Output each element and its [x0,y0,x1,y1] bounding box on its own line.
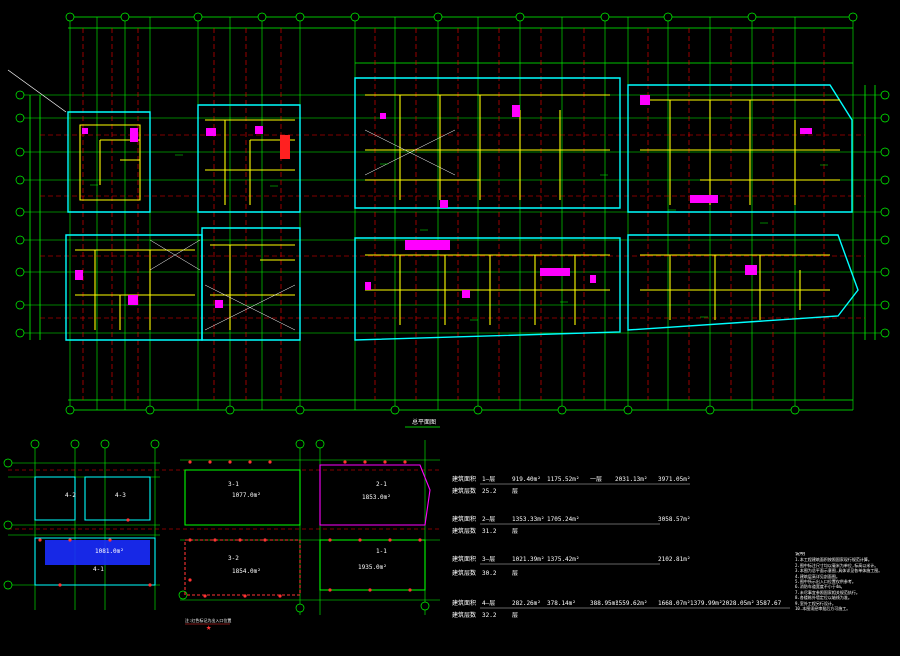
summary-cell: 建筑层数 [452,569,476,577]
note-line: 4.建筑层高详见剖面图。 [795,573,840,579]
summary-cell: 1353.33m² [512,516,545,523]
block-label: 2-1 [376,481,387,488]
summary-cell: 3—层 [482,556,495,563]
block-areas: 1077.0m² 1853.0m² 1081.0m² 1854.0m² 1935.0m² [95,492,391,575]
summary-cell: 层 [512,612,518,619]
summary-cell: 4—层 [482,600,495,607]
building-walls [65,77,859,341]
summary-cell: 层 [512,488,518,495]
note-line: 10.本图须经审批后方可施工。 [795,606,851,612]
summary-cell: 3587.67 [756,600,782,607]
block-area: 1081.0m² [95,548,124,555]
block-area: 1854.0m² [232,568,261,575]
note-line: 1.本工程建筑面积按照国家现行规范计算。 [795,557,872,563]
summary-cell: 层 [512,528,518,535]
note-line: 5.图中所示出入口位置仅供参考。 [795,579,856,585]
block-labels: 4-2 4-3 4-1 3-1 2-1 3-2 1-1 [65,481,387,573]
summary-cell: 建筑面积 [452,515,476,523]
summary-cell: 32.2 [482,612,497,619]
note-line: 2.图中标注尺寸均以毫米为单位,标高以米计。 [795,562,879,568]
legend-note: 注:红色标记为出入口位置 [185,617,231,623]
summary-cell: 一层 [590,476,602,483]
summary-cell: 层 [512,570,518,577]
summary-cell: 378.14m² [547,600,576,607]
block-label: 4-1 [93,566,104,573]
corridor-hatch [149,129,456,331]
summary-cell: 1375.42m² [547,556,580,563]
interior-walls [75,94,840,330]
axis-lines [40,28,865,400]
keyplan-bubbles [3,439,430,613]
area-summary: 建筑面积 1—层 919.40m² 1175.52m² 一层 2031.13m² 3971.… [452,475,782,619]
summary-cell: 建筑层数 [452,611,476,619]
summary-cell: 1559.62m² [615,600,648,607]
summary-cell: 25.2 [482,488,497,495]
note-line: 7.未尽事宜参照国家相关规范执行。 [795,589,860,595]
detail-ticks [90,154,828,321]
summary-cell: 1668.07m² [658,600,691,607]
summary-underlines [480,483,790,609]
leader-line [7,69,67,113]
note-line: 9.室外工程另行设计。 [795,600,836,606]
summary-cell: 3058.57m² [658,516,691,523]
legend-star-icon: ★ [206,623,212,633]
summary-cell: 1—层 [482,476,495,483]
summary-cell: 1705.24m² [547,516,580,523]
note-line: 8.各楼栋外墙定位以轴线为准。 [795,595,852,601]
block-label: 4-3 [115,492,126,499]
summary-cell: 2031.13m² [615,476,648,483]
summary-cell: 2028.05m² [722,600,755,607]
furniture-fixtures [75,95,812,308]
summary-cell: 1379.99m² [690,600,723,607]
block-label: 4-2 [65,492,76,499]
summary-cell: 2—层 [482,516,495,523]
keyplan-grid [8,440,440,615]
drawing-title: 总平面图 [412,418,436,426]
block-area: 1853.0m² [362,494,391,501]
block-label: 3-2 [228,555,239,562]
general-notes: 说明 1.本工程建筑面积按照国家现行规范计算。 2.图中标注尺寸均以毫米为单位,… [795,552,895,611]
summary-cell: 2102.81m² [658,556,691,563]
summary-cell: 建筑层数 [452,487,476,495]
summary-cell: 31.2 [482,528,497,535]
summary-cell: 建筑面积 [452,555,476,563]
summary-cell: 1175.52m² [547,476,580,483]
block-area: 1077.0m² [232,492,261,499]
note-line: 3.本图为总平面示意图,具体详见各单体施工图。 [795,568,883,574]
block-area: 1935.0m² [358,564,387,571]
notes-title: 说明 [795,552,806,557]
entrance-markers [38,460,422,598]
summary-cell: 388.95m² [590,600,619,607]
note-line: 6.消防车道宽度不小于4m。 [795,584,845,590]
summary-cell: 1021.39m² [512,556,545,563]
summary-cell: 建筑面积 [452,599,476,607]
grid-vertical [69,17,854,410]
summary-cell: 919.40m² [512,476,541,483]
summary-cell: 30.2 [482,570,497,577]
grid-bubbles [15,12,890,415]
summary-cell: 建筑层数 [452,527,476,535]
block-label: 1-1 [376,548,387,555]
keyplan-blocks [34,464,431,596]
block-label: 3-1 [228,481,239,488]
summary-cell: 282.26m² [512,600,541,607]
summary-cell: 建筑面积 [452,475,476,483]
summary-cell: 3971.05m² [658,476,691,483]
